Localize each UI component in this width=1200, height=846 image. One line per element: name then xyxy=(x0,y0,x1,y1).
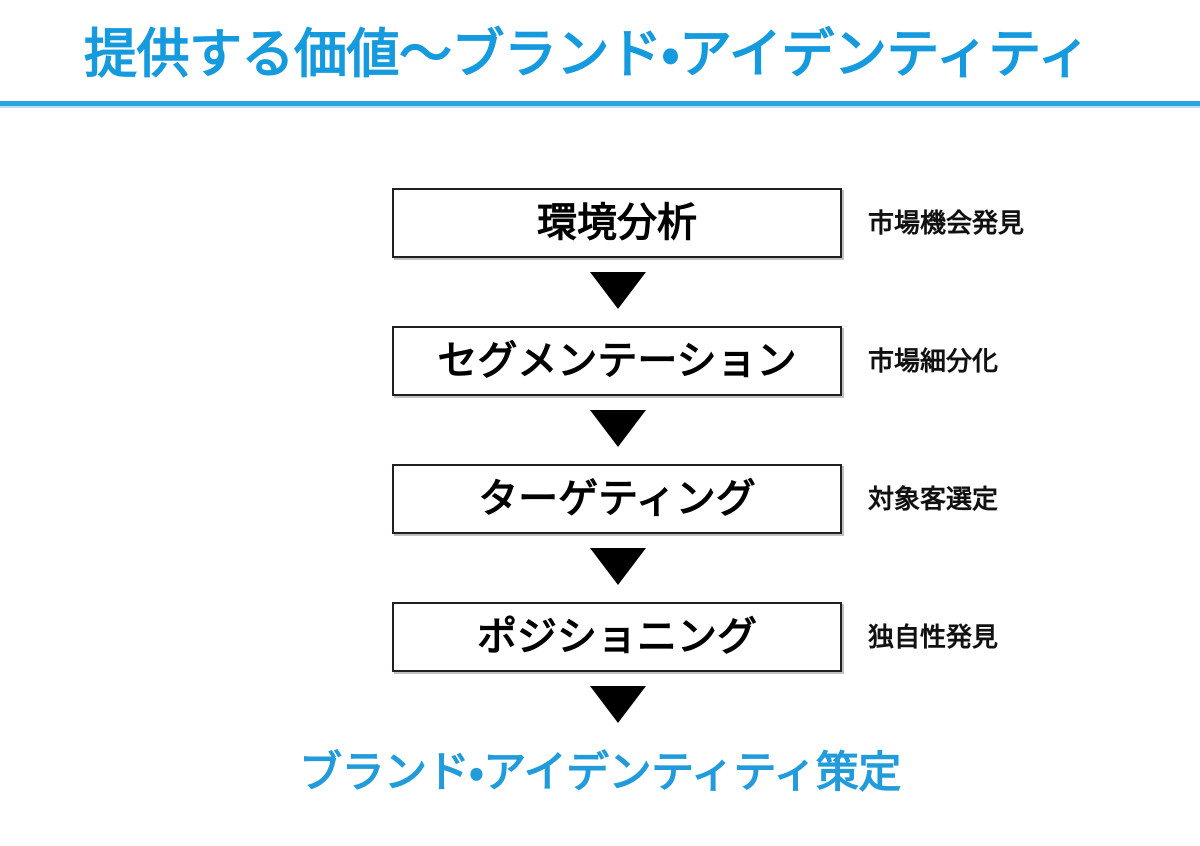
flow-step: セグメンテーション 市場細分化 xyxy=(0,326,1200,396)
flow-connector xyxy=(0,258,1200,326)
flow-step: 環境分析 市場機会発見 xyxy=(0,188,1200,258)
triangle-down-icon xyxy=(590,410,646,447)
flow-step: ターゲティング 対象客選定 xyxy=(0,464,1200,534)
flow-step-box: セグメンテーション xyxy=(392,326,842,396)
flow-step-label: ターゲティング xyxy=(478,477,756,521)
flow-step-label: セグメンテーション xyxy=(437,339,797,383)
triangle-down-icon xyxy=(590,272,646,309)
flow-step-note: 市場機会発見 xyxy=(868,208,1025,238)
title-divider-shadow xyxy=(0,106,1200,108)
flow-step-note: 対象客選定 xyxy=(868,484,999,514)
flow-connector xyxy=(0,672,1200,740)
page-title: 提供する価値〜ブランド・アイデンティティ xyxy=(84,25,1091,84)
flow-step-note: 独自性発見 xyxy=(868,622,999,652)
triangle-down-icon xyxy=(590,548,646,585)
flow-step: ポジショニング 独自性発見 xyxy=(0,602,1200,672)
flow-outcome-label: ブランド・アイデンティティ策定 xyxy=(299,749,901,797)
flow-step-box: ターゲティング xyxy=(392,464,842,534)
flow-step-box: 環境分析 xyxy=(392,188,842,258)
flow-outcome: ブランド・アイデンティティ策定 xyxy=(0,752,1200,795)
flow-step-label: ポジショニング xyxy=(477,615,757,659)
flow-step-note: 市場細分化 xyxy=(868,346,999,376)
title-divider xyxy=(0,101,1200,106)
flow-step-label: 環境分析 xyxy=(537,201,697,245)
flow-connector xyxy=(0,396,1200,464)
flow-step-box: ポジショニング xyxy=(392,602,842,672)
triangle-down-icon xyxy=(590,686,646,723)
flow-connector xyxy=(0,534,1200,602)
marketing-flow-diagram: 環境分析 市場機会発見 セグメンテーション 市場細分化 ターゲティング 対象客選… xyxy=(0,188,1200,740)
